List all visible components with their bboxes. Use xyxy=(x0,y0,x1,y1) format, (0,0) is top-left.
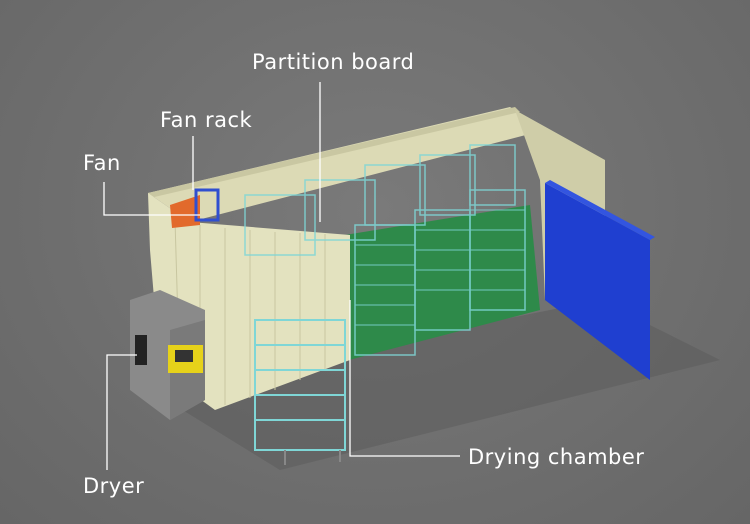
trolley-rack xyxy=(254,319,346,465)
back-wall xyxy=(148,107,545,222)
door xyxy=(545,183,650,380)
leader-lines xyxy=(103,82,460,470)
label-fan: Fan xyxy=(83,151,121,175)
label-fan-rack: Fan rack xyxy=(160,108,253,132)
label-dryer: Dryer xyxy=(83,474,145,498)
label-drying-chamber: Drying chamber xyxy=(468,445,645,469)
fan-rack xyxy=(194,188,220,222)
label-partition-board: Partition board xyxy=(252,50,415,74)
fan xyxy=(170,195,200,228)
drying-racks xyxy=(244,144,526,356)
